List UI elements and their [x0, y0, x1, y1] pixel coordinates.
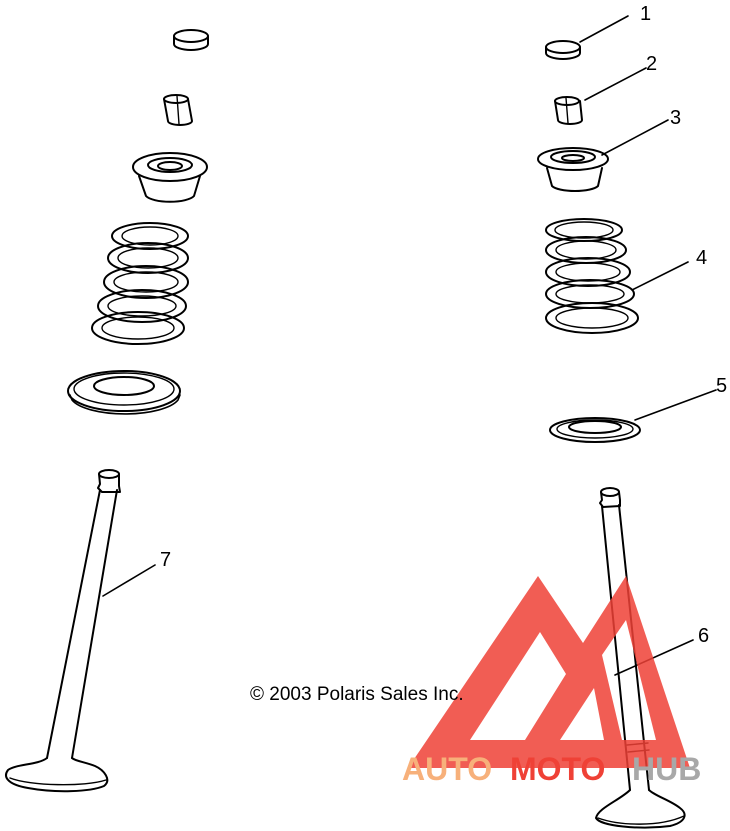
callout-4: 4	[696, 247, 707, 269]
left-valve-spring	[91, 222, 189, 345]
callout-6: 6	[698, 625, 709, 647]
callout-numbers: 1 2 3 4 5 6 7	[160, 3, 727, 647]
watermark-text-auto: AUTO	[402, 751, 492, 787]
right-valve-spring	[545, 218, 639, 334]
right-spring-seat	[549, 417, 641, 443]
callout-1: 1	[640, 3, 651, 25]
right-valve-cap	[545, 40, 581, 60]
watermark-wordmark: AUTO MOTO HUB	[402, 751, 701, 787]
copyright-text: © 2003 Polaris Sales Inc.	[250, 684, 464, 705]
automotohub-watermark	[408, 576, 690, 768]
watermark-text-hub: HUB	[632, 751, 701, 787]
leader-lines	[102, 15, 717, 676]
left-valve-keeper	[163, 94, 193, 126]
watermark-logo-icon	[408, 576, 690, 768]
callout-2: 2	[646, 53, 657, 75]
right-valve-keeper	[554, 96, 583, 125]
callout-7: 7	[160, 549, 171, 571]
watermark-text-moto: MOTO	[510, 751, 605, 787]
callout-5: 5	[716, 375, 727, 397]
left-valve	[5, 469, 121, 793]
callout-3: 3	[670, 107, 681, 129]
left-valve-cap	[173, 29, 209, 51]
left-spring-seat	[67, 370, 181, 415]
left-spring-retainer	[132, 152, 208, 203]
right-spring-retainer	[537, 147, 609, 193]
